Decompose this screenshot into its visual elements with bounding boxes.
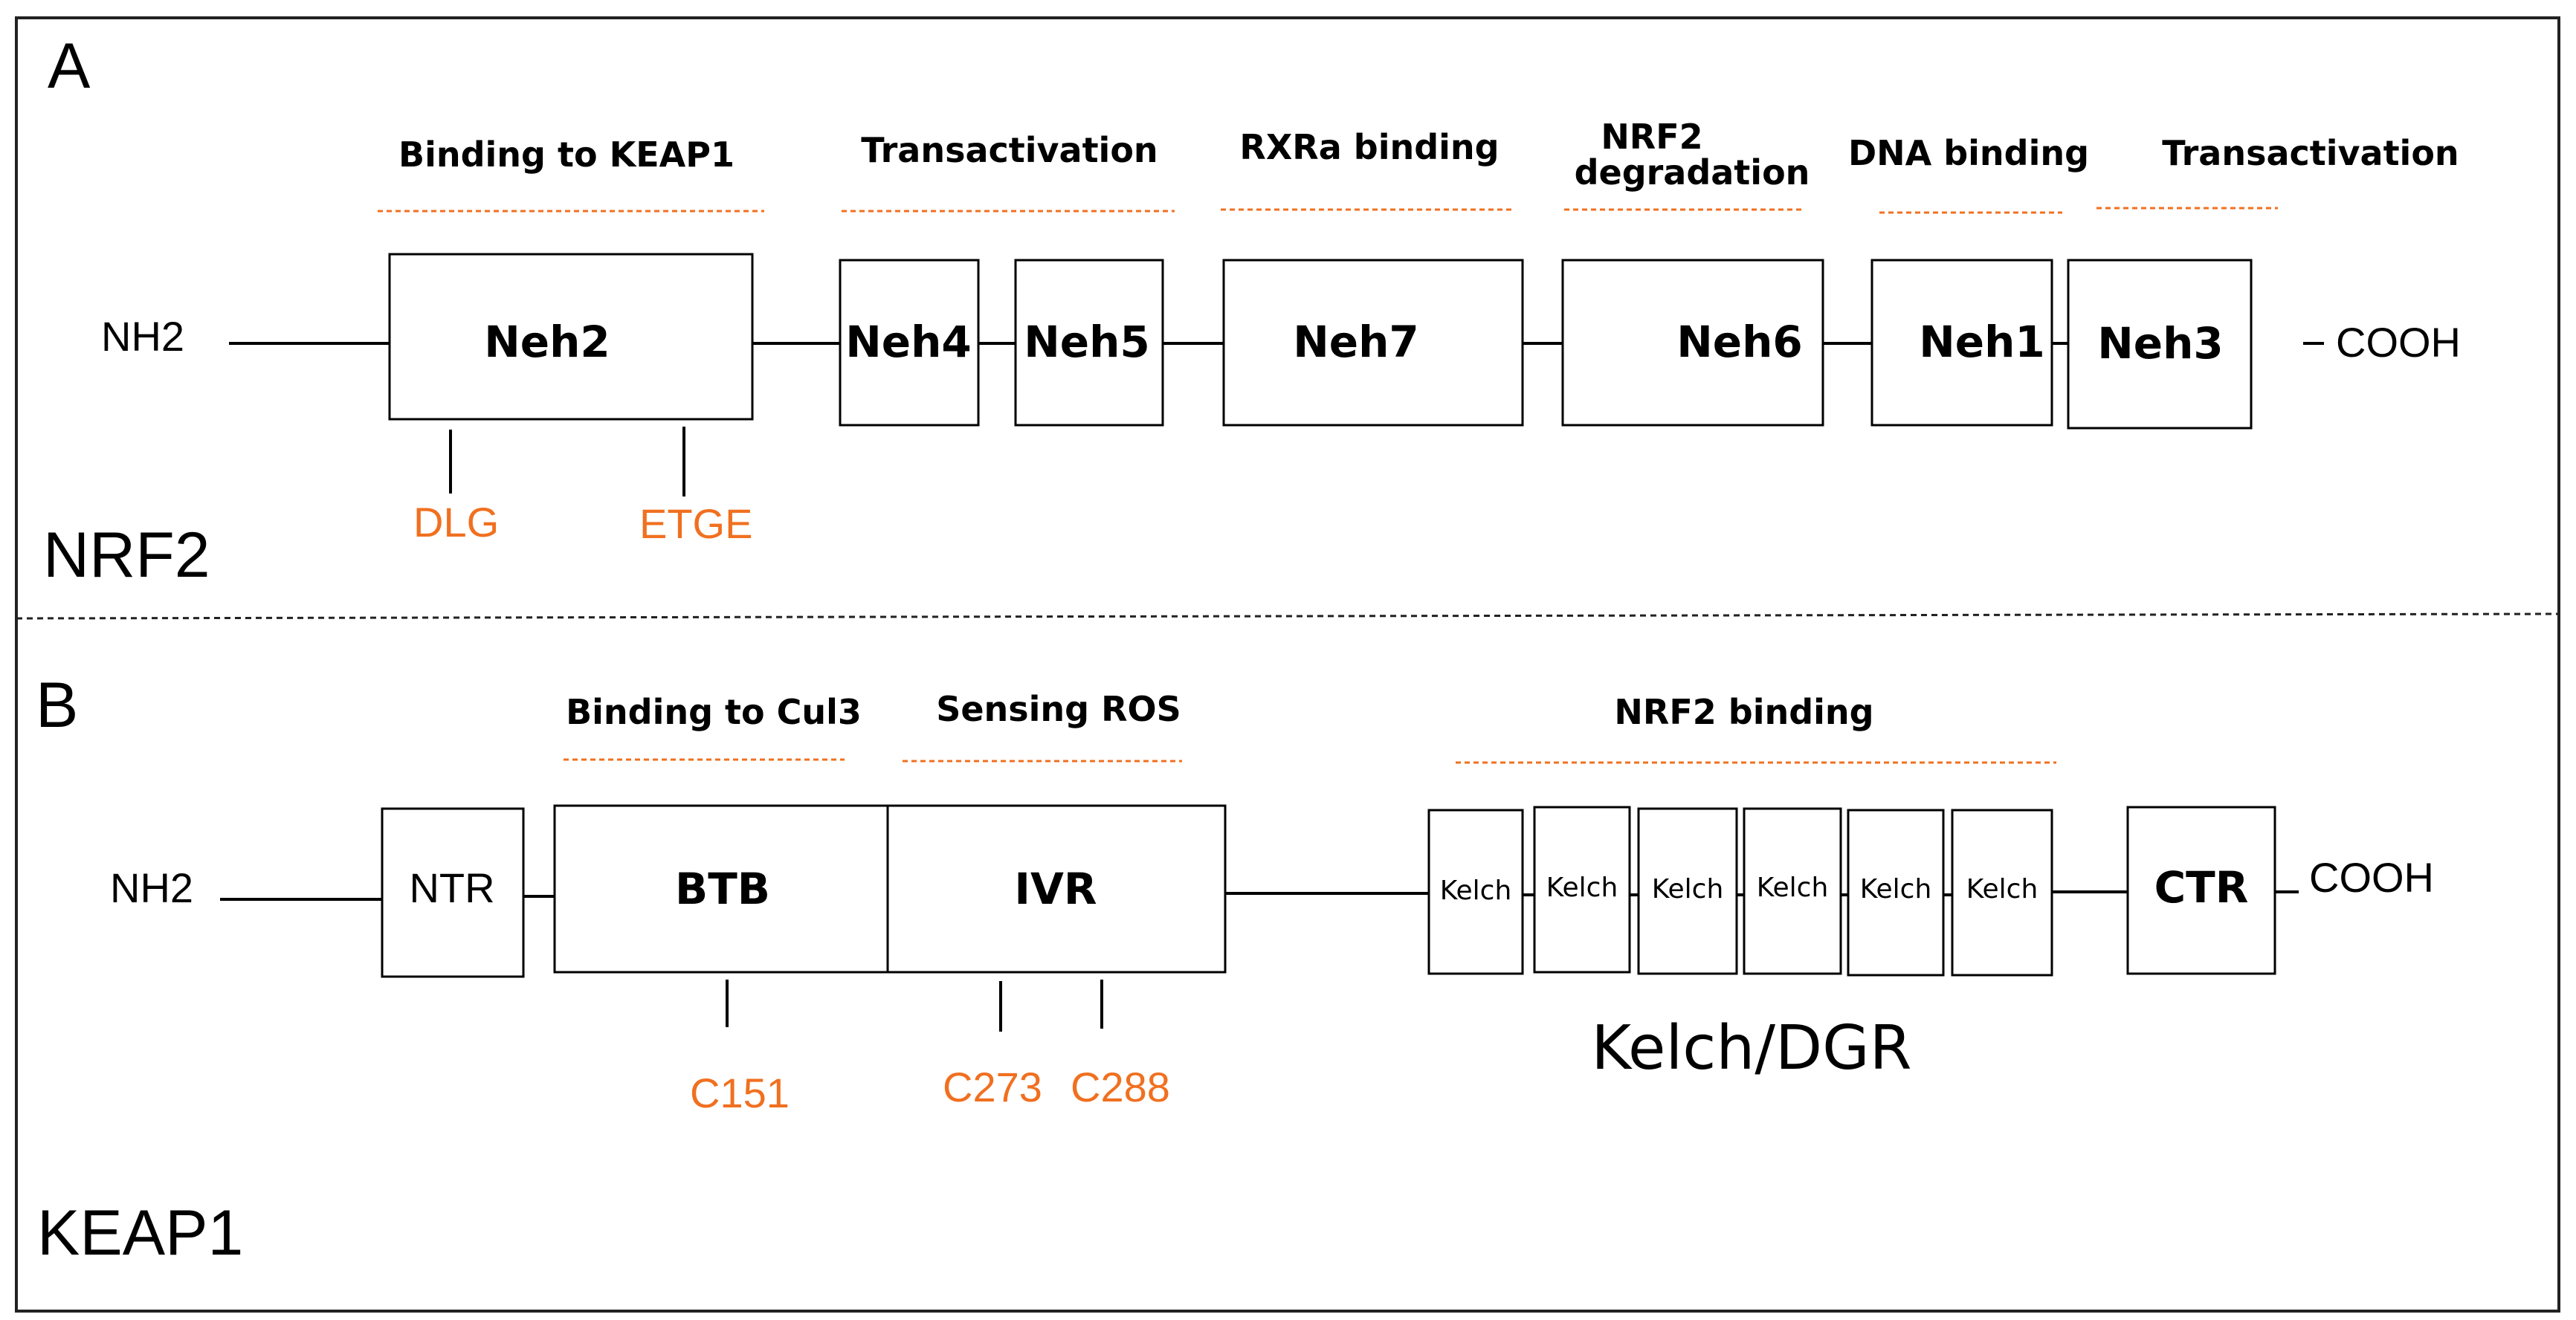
domain-label-neh4: Neh4 [845,317,972,367]
domain-box-neh5 [1014,259,1164,427]
domain-box-ntr [381,807,525,978]
domain-box-neh2 [388,253,754,421]
domain-label-ivr: IVR [1014,864,1097,914]
panel-b-letter: B [36,670,78,741]
function-label-nrf2-binding: NRF2 binding [1614,692,1873,732]
function-label-binding-cul3: Binding to Cul3 [566,692,862,732]
domain-label-neh7: Neh7 [1293,317,1419,367]
kelch-label-2: Kelch [1546,873,1618,903]
panel-a-letter: A [48,30,91,102]
domain-box-ctr [2126,806,2276,975]
panel-a: A NRF2 Binding to KEAP1 Transactivation … [43,30,2461,591]
kelch-label-3: Kelch [1652,874,1724,905]
kelch-dgr-label: Kelch/DGR [1591,1013,1911,1084]
keap1-c-terminus: COOH [2309,854,2434,901]
panel-b-protein-label: KEAP1 [37,1197,243,1269]
function-label-sensing-ros: Sensing ROS [936,689,1181,729]
domain-label-neh1: Neh1 [1919,317,2045,367]
domain-box-neh7 [1222,259,1524,427]
function-underlines-b [564,758,2056,764]
nrf2-n-terminus: NH2 [101,313,184,360]
kelch-label-1: Kelch [1440,876,1512,906]
function-label-rxra-binding: RXRa binding [1239,127,1499,167]
domain-label-ctr: CTR [2154,862,2249,913]
keap1-backbone [220,890,2299,901]
domain-label-neh5: Neh5 [1024,317,1150,367]
domain-label-btb: BTB [675,864,770,914]
panel-a-protein-label: NRF2 [43,520,210,591]
domain-box-neh3 [2067,259,2253,430]
domain-box-neh4 [839,259,980,427]
domain-box-neh1 [1870,259,2053,427]
domain-label-neh6: Neh6 [1676,317,1803,367]
figure-frame [15,16,2560,1313]
cys-label-c288: C288 [1071,1064,1170,1110]
function-underlines-a [378,207,2278,214]
cys-label-c273: C273 [943,1064,1042,1110]
cys-label-c151: C151 [690,1070,790,1116]
kelch-label-5: Kelch [1860,874,1932,905]
domain-label-ntr: NTR [409,864,494,911]
kelch-box-1 [1427,809,1524,975]
panel-b: B KEAP1 Binding to Cul3 Sensing ROS NRF2… [36,670,2434,1269]
kelch-box-2 [1533,806,1631,974]
kelch-label-6: Kelch [1966,874,2038,905]
keap1-n-terminus: NH2 [110,864,193,911]
function-label-transactivation-1: Transactivation [861,130,1158,170]
function-label-binding-keap1: Binding to KEAP1 [398,135,735,175]
domain-box-neh6 [1561,259,1824,427]
kelch-box-5 [1847,809,1945,977]
function-label-nrf2: NRF2 [1601,117,1702,157]
function-label-dna-binding: DNA binding [1848,133,2089,173]
kelch-box-4 [1743,807,1842,975]
nrf2-c-terminus: COOH [2336,319,2461,366]
function-label-transactivation-2: Transactivation [2162,133,2459,173]
motif-label-dlg: DLG [413,499,499,546]
panel-divider [16,612,2560,620]
domain-box-ivr [886,804,1227,974]
kelch-box-6 [1951,809,2053,977]
domain-label-neh3: Neh3 [2097,318,2224,369]
function-label-degradation: degradation [1575,152,1810,192]
kelch-box-3 [1637,807,1738,975]
motif-label-etge: ETGE [639,500,752,547]
domain-label-neh2: Neh2 [484,317,610,367]
domain-box-btb [553,804,889,974]
kelch-label-4: Kelch [1757,873,1829,903]
